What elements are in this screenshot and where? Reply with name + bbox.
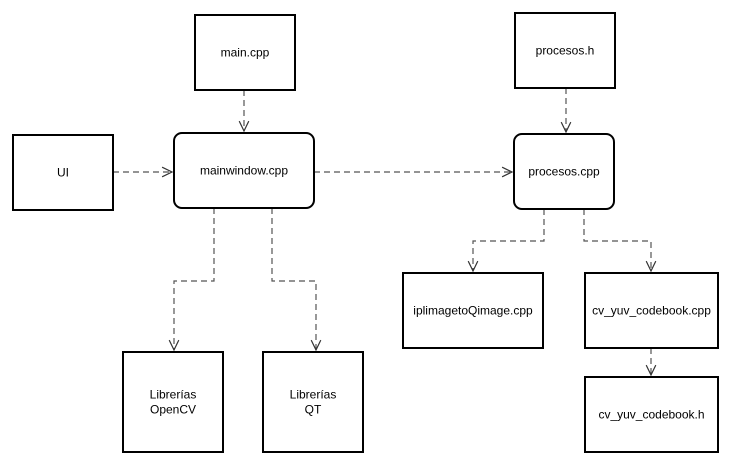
node-label: iplimagetoQimage.cpp: [413, 304, 533, 318]
edge-ui-to-mainwindow_cpp: [113, 166, 174, 178]
node-label: cv_yuv_codebook.cpp: [592, 304, 711, 318]
node-box: [584, 376, 719, 453]
node-label: cv_yuv_codebook.h: [598, 408, 704, 422]
node-label: procesos.cpp: [528, 165, 600, 179]
edge-mainwindow_cpp-to-librerias_opencv: [168, 208, 215, 352]
node-box: [513, 133, 615, 210]
node-label: Librerías: [290, 388, 337, 402]
arrowhead-icon: [645, 260, 657, 273]
edge-line: [271, 208, 317, 350]
node-label: UI: [57, 166, 69, 180]
node-iplimage-cpp: iplimagetoQimage.cpp: [402, 272, 544, 349]
edge-line: [173, 208, 215, 350]
arrowhead-icon: [560, 121, 572, 134]
arrowhead-icon: [238, 120, 250, 133]
node-main-cpp: main.cpp: [194, 14, 296, 91]
nodes-layer: main.cpp procesos.hUI mainwindow.cpp proces…: [12, 12, 719, 453]
edge-line: [583, 209, 652, 271]
arrowhead-icon: [161, 166, 174, 178]
node-box: [194, 14, 296, 91]
node-box: [402, 272, 544, 349]
edge-main_cpp-to-mainwindow_cpp: [238, 90, 250, 133]
edge-procesos_h-to-procesos_cpp: [560, 88, 572, 134]
arrowhead-icon: [467, 260, 479, 273]
node-box: [514, 12, 616, 89]
arrowhead-icon: [168, 339, 180, 352]
edge-procesos_cpp-to-codebook_cpp: [583, 209, 657, 273]
node-label: OpenCV: [150, 403, 196, 417]
node-codebook-cpp: cv_yuv_codebook.cpp: [584, 272, 719, 349]
node-ui: UI: [12, 134, 114, 211]
edge-codebook_cpp-to-codebook_h: [645, 348, 657, 377]
arrowhead-icon: [645, 364, 657, 377]
node-box: [173, 132, 315, 209]
node-procesos-h: procesos.h: [514, 12, 616, 89]
node-codebook-h: cv_yuv_codebook.h: [584, 376, 719, 453]
edges-layer: [113, 88, 657, 377]
edge-procesos_cpp-to-iplimage_cpp: [467, 209, 545, 273]
node-label: QT: [305, 403, 322, 417]
node-mainwindow-cpp: mainwindow.cpp: [173, 132, 315, 209]
edge-mainwindow_cpp-to-procesos_cpp: [314, 166, 514, 178]
node-box: [262, 351, 364, 453]
node-box: [122, 351, 224, 453]
node-label: Librerías: [150, 388, 197, 402]
node-label: procesos.h: [536, 44, 595, 58]
node-label: main.cpp: [221, 46, 270, 60]
arrowhead-icon: [501, 166, 514, 178]
node-box: [584, 272, 719, 349]
arrowhead-icon: [310, 339, 322, 352]
edge-line: [472, 209, 545, 271]
edge-mainwindow_cpp-to-librerias_qt: [271, 208, 322, 352]
node-box: [12, 134, 114, 211]
node-label: mainwindow.cpp: [200, 164, 288, 178]
node-procesos-cpp: procesos.cpp: [513, 133, 615, 210]
